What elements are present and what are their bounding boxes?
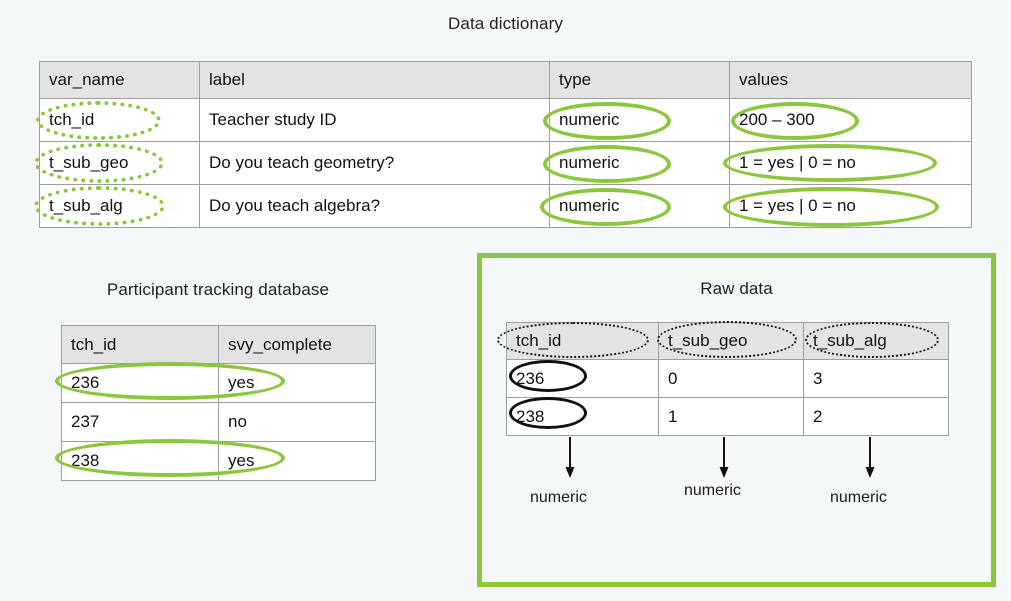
table-header-row: tch_id t_sub_geo t_sub_alg <box>506 322 949 360</box>
cell-svy-complete: yes <box>218 441 376 481</box>
cell-label: Teacher study ID <box>199 98 550 142</box>
table-header-row: var_name label type values <box>39 61 972 99</box>
column-header-tch-id: tch_id <box>61 325 219 364</box>
column-header-t-sub-geo: t_sub_geo <box>658 322 804 360</box>
raw-type-caption-t-sub-geo: numeric <box>684 482 741 499</box>
cell-values: 1 = yes | 0 = no <box>729 184 972 228</box>
cell-label: Do you teach algebra? <box>199 184 550 228</box>
cell-tch-id: 236 <box>506 359 659 398</box>
cell-values: 1 = yes | 0 = no <box>729 141 972 185</box>
data-dictionary-title: Data dictionary <box>448 14 563 33</box>
column-header-t-sub-alg: t_sub_alg <box>803 322 949 360</box>
cell-var-name: tch_id <box>39 98 200 142</box>
column-header-svy-complete: svy_complete <box>218 325 376 364</box>
cell-type: numeric <box>549 98 730 142</box>
cell-svy-complete: no <box>218 402 376 442</box>
table-row: 238 1 2 <box>506 397 949 436</box>
data-dictionary-table: var_name label type values tch_id Teache… <box>39 61 972 228</box>
cell-values: 200 – 300 <box>729 98 972 142</box>
table-header-row: tch_id svy_complete <box>61 325 376 364</box>
column-header-var-name: var_name <box>39 61 200 99</box>
cell-t-sub-geo: 0 <box>658 359 804 398</box>
column-header-type: type <box>549 61 730 99</box>
column-header-tch-id: tch_id <box>506 322 659 360</box>
cell-type: numeric <box>549 184 730 228</box>
raw-type-caption-tch-id: numeric <box>530 489 587 506</box>
column-header-values: values <box>729 61 972 99</box>
raw-type-caption-t-sub-alg: numeric <box>830 489 887 506</box>
column-header-label: label <box>199 61 550 99</box>
raw-data-title: Raw data <box>700 279 773 298</box>
table-row: t_sub_geo Do you teach geometry? numeric… <box>39 141 972 185</box>
table-row: 236 yes <box>61 363 376 403</box>
participant-tracking-table: tch_id svy_complete 236 yes 237 no 238 y… <box>61 325 376 481</box>
cell-tch-id: 237 <box>61 402 219 442</box>
cell-type: numeric <box>549 141 730 185</box>
cell-t-sub-alg: 3 <box>803 359 949 398</box>
cell-t-sub-geo: 1 <box>658 397 804 436</box>
table-row: t_sub_alg Do you teach algebra? numeric … <box>39 184 972 228</box>
raw-data-table: tch_id t_sub_geo t_sub_alg 236 0 3 238 1… <box>506 322 949 436</box>
table-row: 238 yes <box>61 441 376 481</box>
cell-svy-complete: yes <box>218 363 376 403</box>
cell-var-name: t_sub_alg <box>39 184 200 228</box>
cell-tch-id: 236 <box>61 363 219 403</box>
table-row: tch_id Teacher study ID numeric 200 – 30… <box>39 98 972 142</box>
participant-tracking-title: Participant tracking database <box>106 280 330 299</box>
cell-tch-id: 238 <box>506 397 659 436</box>
cell-t-sub-alg: 2 <box>803 397 949 436</box>
cell-tch-id: 238 <box>61 441 219 481</box>
cell-var-name: t_sub_geo <box>39 141 200 185</box>
table-row: 236 0 3 <box>506 359 949 398</box>
cell-label: Do you teach geometry? <box>199 141 550 185</box>
table-row: 237 no <box>61 402 376 442</box>
